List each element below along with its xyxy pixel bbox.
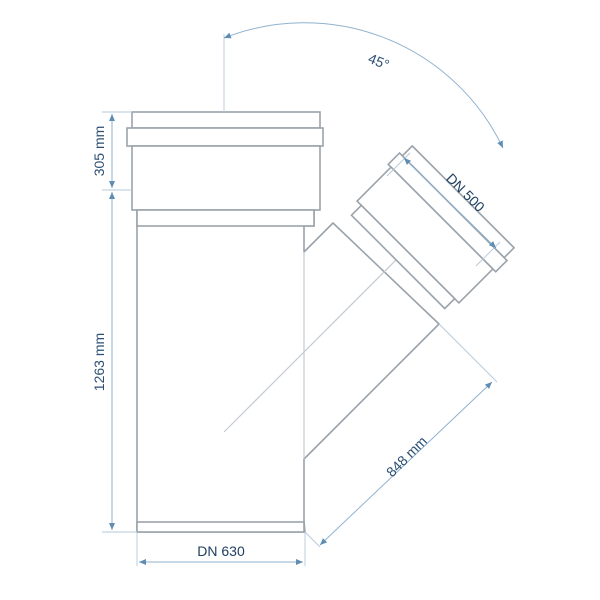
dn500-extension-a [386, 152, 411, 177]
main-diameter-dimension: DN 630 [136, 532, 306, 566]
socket-collar [126, 127, 324, 147]
branch-length-extension-bottom [304, 531, 321, 548]
branch-length-line [319, 381, 493, 546]
branch-length-label: 848 mm [383, 433, 430, 480]
branch-length-extension-top [438, 323, 498, 383]
vertical-dimensions: 305 mm 1263 mm [91, 111, 137, 533]
spigot-end-ring [136, 521, 305, 533]
socket-length-label: 305 mm [91, 126, 107, 177]
dn500-dimension-line [403, 157, 497, 249]
dn500-extension-b [475, 241, 501, 267]
socket-top-ring [131, 111, 321, 129]
body-length-label: 1263 mm [91, 333, 107, 391]
angle-arc [223, 22, 504, 149]
angle-dimension: 45° [223, 22, 504, 149]
main-diameter-label: DN 630 [197, 543, 245, 559]
angle-label: 45° [366, 50, 392, 73]
socket-base-ring [136, 209, 315, 227]
branch-seam [223, 234, 422, 433]
socket-sleeve [131, 145, 321, 211]
branch-socket-base-ring [350, 204, 456, 310]
